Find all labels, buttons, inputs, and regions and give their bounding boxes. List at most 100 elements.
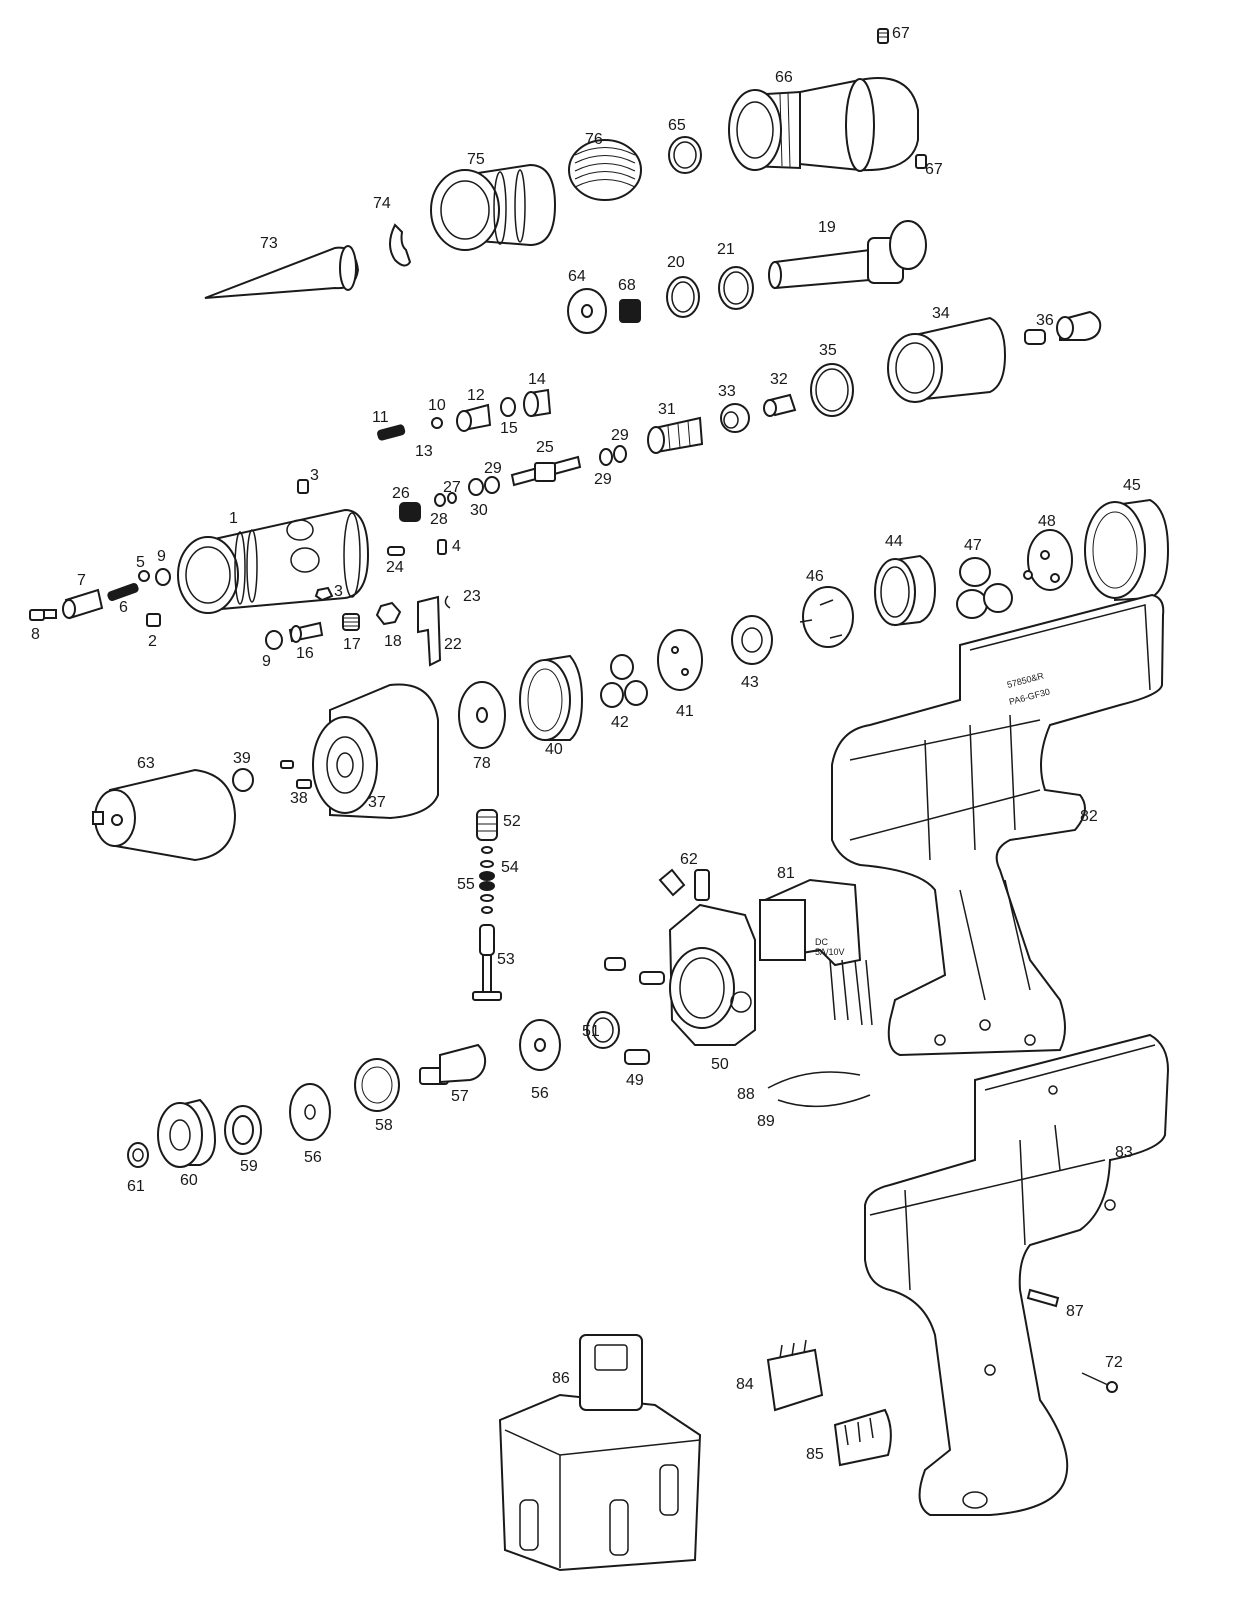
- needle-bearing-51: [586, 1011, 620, 1049]
- nose-housing-66: [728, 77, 919, 172]
- callout-16: 16: [296, 645, 314, 662]
- bolt-49: [624, 1049, 650, 1065]
- bolt-50b: [639, 971, 665, 985]
- callout-57: 57: [451, 1088, 469, 1105]
- spring-26: [399, 502, 421, 522]
- o-ring-29a: [599, 448, 613, 466]
- spring-76: [568, 139, 642, 201]
- pinion-39: [232, 768, 254, 792]
- carrier-plate-48: [1023, 529, 1073, 591]
- callout-18: 18: [384, 633, 402, 650]
- pin-24: [387, 546, 405, 556]
- callout-12: 12: [467, 387, 485, 404]
- o-ring-55c: [480, 894, 494, 902]
- cylinder-sleeve-34: [887, 316, 1007, 403]
- callout-62: 62: [680, 851, 698, 868]
- spring-6: [107, 582, 139, 602]
- spacer-33: [720, 403, 750, 433]
- callout-46: 46: [806, 568, 824, 585]
- set-screw-67-top: [877, 28, 889, 44]
- spring-52: [476, 809, 498, 841]
- switch-marking-1: DC: [815, 937, 828, 947]
- callout-56b: 56: [304, 1149, 322, 1166]
- clip-74: [389, 223, 412, 267]
- trigger-block-50: [668, 903, 756, 1046]
- callout-10: 10: [428, 397, 446, 414]
- sleeve-7: [62, 588, 104, 620]
- mandrel-19: [768, 220, 927, 290]
- callout-54: 54: [501, 859, 519, 876]
- plate-43: [731, 615, 773, 665]
- callout-66: 66: [775, 69, 793, 86]
- callout-14: 14: [528, 371, 546, 388]
- callout-45: 45: [1123, 477, 1141, 494]
- pin-87: [1026, 1288, 1060, 1308]
- callout-48: 48: [1038, 513, 1056, 530]
- callout-34: 34: [932, 305, 950, 322]
- callout-41: 41: [676, 703, 694, 720]
- screw-8: [29, 609, 57, 621]
- callout-78: 78: [473, 755, 491, 772]
- callout-40: 40: [545, 741, 563, 758]
- callout-88: 88: [737, 1086, 755, 1103]
- callout-75: 75: [467, 151, 485, 168]
- terminal-clip-85: [833, 1408, 892, 1467]
- callout-64: 64: [568, 268, 586, 285]
- callout-50: 50: [711, 1056, 729, 1073]
- jaw-housing-75: [430, 163, 557, 251]
- callout-60: 60: [180, 1172, 198, 1189]
- o-ring-54b: [480, 860, 494, 868]
- callout-82: 82: [1080, 808, 1098, 825]
- plunger-53: [472, 924, 502, 1001]
- screw-2: [146, 613, 161, 627]
- motor-housing-37: [312, 683, 439, 820]
- callout-32: 32: [770, 371, 788, 388]
- wire-88: [767, 1071, 861, 1089]
- ball-bearing-59: [224, 1105, 262, 1155]
- callout-22: 22: [444, 636, 462, 653]
- callout-24: 24: [386, 559, 404, 576]
- washer-78: [458, 681, 506, 749]
- o-ring-28: [434, 493, 446, 507]
- planet-gears-42: [600, 654, 648, 708]
- callout-30: 30: [470, 502, 488, 519]
- callout-61: 61: [127, 1178, 145, 1195]
- callout-27: 27: [443, 479, 461, 496]
- housing-half-82: 57850&R PA6-GF30: [831, 593, 1165, 1057]
- sun-gear-41: [657, 629, 703, 691]
- carrier-46: [799, 586, 854, 648]
- planet-gears-47: [956, 557, 1013, 619]
- callout-89: 89: [757, 1113, 775, 1130]
- shaft-57: [419, 1043, 487, 1085]
- washer-64: [567, 288, 607, 334]
- callout-67: 67: [892, 25, 910, 42]
- callout-15: 15: [500, 420, 518, 437]
- o-ring-9a: [155, 568, 171, 586]
- o-ring-29b: [613, 445, 627, 463]
- callout-63: 63: [137, 755, 155, 772]
- callout-9a: 9: [157, 548, 166, 565]
- bracket-22: [417, 595, 442, 667]
- washer-56a: [519, 1019, 561, 1071]
- callout-39: 39: [233, 750, 251, 767]
- screw-38b: [296, 779, 312, 789]
- callout-4: 4: [452, 538, 461, 555]
- nut-18: [375, 601, 402, 626]
- callout-65: 65: [668, 117, 686, 134]
- needle-bearing-58: [354, 1058, 400, 1112]
- o-ring-55d: [481, 906, 493, 914]
- switch-marking-2: 5A/10V: [815, 947, 845, 957]
- callout-36: 36: [1036, 312, 1054, 329]
- callout-31: 31: [658, 401, 676, 418]
- callout-68: 68: [618, 277, 636, 294]
- callout-17: 17: [343, 636, 361, 653]
- bushing-14: [523, 388, 552, 418]
- motor-63: [92, 768, 237, 862]
- spring-11: [377, 424, 406, 441]
- callout-81: 81: [777, 865, 795, 882]
- callout-25: 25: [536, 439, 554, 456]
- callout-29a: 29: [611, 427, 629, 444]
- o-ring-10: [431, 417, 443, 429]
